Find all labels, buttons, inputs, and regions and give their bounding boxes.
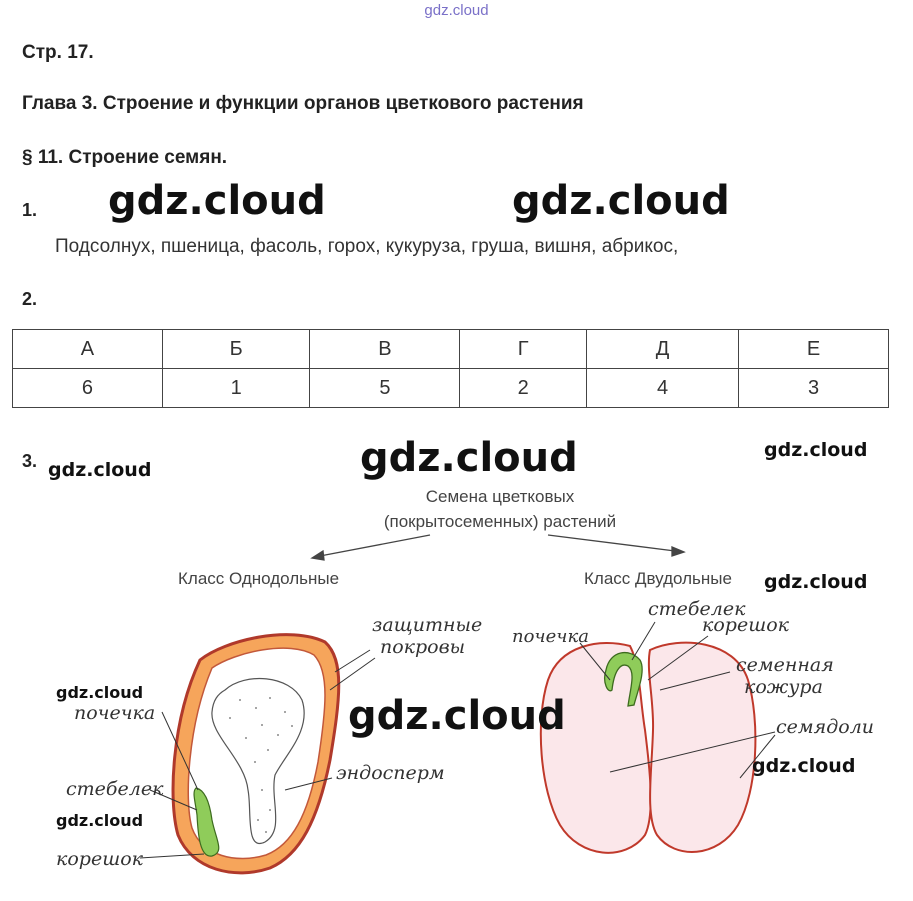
label-root-monocot: корешок — [56, 848, 143, 870]
label-endosperm: эндосперм — [336, 762, 445, 784]
label-seed-coat-2: кожура — [744, 676, 823, 698]
label-bud-dicot: почечка — [512, 626, 589, 647]
watermark-7: gdz.cloud — [56, 683, 143, 702]
label-protective-covers-1: защитные — [372, 614, 482, 636]
watermark-10: gdz.cloud — [752, 755, 855, 777]
watermark-9: gdz.cloud — [56, 811, 143, 830]
diagram-arrows — [312, 535, 684, 560]
label-protective-covers-2: покровы — [380, 636, 465, 658]
label-bud-monocot: почечка — [74, 702, 155, 724]
label-cotyledons: семядоли — [776, 716, 874, 738]
monocot-seed — [173, 635, 339, 873]
watermark-8: gdz.cloud — [348, 693, 566, 739]
label-stem-monocot: стебелек — [66, 778, 163, 800]
label-seed-coat-1: семенная — [736, 654, 834, 676]
label-root-dicot: корешок — [702, 614, 789, 636]
